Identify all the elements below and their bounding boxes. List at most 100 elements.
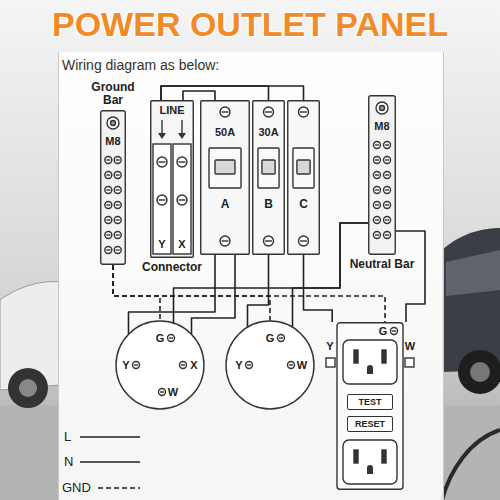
screw-circle (246, 362, 253, 369)
outlet-receptacle: GYW (225, 320, 315, 410)
subtitle-note: Wiring diagram as below: (62, 57, 219, 73)
bolt-size: M8 (105, 135, 120, 148)
wire-path (80, 461, 140, 463)
wire-line (116, 234, 120, 235)
breaker-letter: C (299, 198, 308, 211)
outline-rect (354, 350, 358, 363)
screw-circle (299, 107, 309, 117)
screw-circle (373, 142, 380, 149)
screw-circle (114, 217, 121, 224)
breaker-30a-outline (252, 100, 285, 255)
screw-circle (107, 117, 119, 129)
button-label: RESET (355, 418, 385, 431)
screw-circle (288, 362, 295, 369)
ground-bar-outline (100, 110, 126, 265)
outline-rect (382, 450, 386, 463)
outline-rect (326, 358, 335, 367)
power-wire (161, 86, 269, 100)
screw-circle (226, 321, 314, 409)
breaker-50a: 50A A (200, 100, 250, 255)
wire-line (385, 189, 389, 190)
outline-rect (173, 144, 191, 254)
wire-line (179, 199, 186, 200)
screw-circle (133, 362, 140, 369)
ground-label: GND (62, 480, 91, 496)
breaker-rating: 50A (215, 126, 235, 139)
screw-circle (157, 157, 167, 167)
screw-circle (384, 217, 391, 224)
wire-line (106, 204, 110, 205)
line-connector: LINEYXConnector (150, 100, 194, 258)
wire-line (300, 240, 307, 241)
wire-line (116, 204, 120, 205)
outline-rect (262, 160, 275, 174)
screw-circle (177, 195, 187, 205)
breaker-rating: 30A (258, 126, 278, 139)
screw-circle (220, 107, 230, 117)
screw-circle (220, 236, 230, 246)
screw-circle (373, 157, 380, 164)
screw-circle (114, 187, 121, 194)
neutral-bar: M8Neutral Bar (368, 95, 396, 255)
wire-line (289, 364, 293, 365)
power-wire (183, 91, 215, 100)
breaker-c: C (287, 100, 320, 255)
wire-line (222, 240, 229, 241)
wire-line (279, 337, 283, 338)
wire-path (442, 430, 500, 500)
screw-circle (114, 232, 121, 239)
screw-circle (458, 350, 500, 394)
button-label: TEST (358, 396, 381, 409)
wire-line (116, 249, 120, 250)
screw-circle (105, 187, 112, 194)
screw-circle (384, 202, 391, 209)
bar-heading: Neutral Bar (350, 258, 415, 271)
pin-label: W (297, 359, 307, 372)
power-wire (248, 255, 269, 327)
pin-label: X (190, 359, 197, 372)
screw-circle (111, 121, 116, 126)
outline-rect (215, 160, 235, 174)
screw-circle (264, 236, 274, 246)
wire-line (375, 234, 379, 235)
wire-line (265, 240, 272, 241)
wire-line (247, 364, 251, 365)
arrow-head (178, 133, 186, 139)
bolt-size: M8 (374, 120, 389, 133)
outline-rect (343, 340, 397, 384)
neutral-bar-outline (368, 95, 396, 255)
line-connector-outline (150, 100, 194, 258)
outline-rect (153, 144, 171, 254)
outline-rect (101, 111, 126, 265)
screw-circle (114, 172, 121, 179)
power-wire (396, 231, 425, 322)
outline-rect (343, 440, 397, 484)
wire-line (159, 161, 166, 162)
breaker-letter: A (221, 198, 230, 211)
wire-line (106, 249, 110, 250)
test-button: TEST (347, 394, 393, 410)
wire-line (161, 120, 162, 134)
breaker-c-outline (287, 100, 320, 255)
screw-circle (8, 368, 48, 408)
screw-circle (180, 362, 187, 369)
wire-line (134, 364, 138, 365)
wire-line (385, 144, 389, 145)
screw-circle (299, 236, 309, 246)
wire-line (159, 199, 166, 200)
outline-rect (337, 323, 403, 490)
outlet-receptacle: YGXW (115, 320, 205, 410)
screw-circle (114, 202, 121, 209)
screw-circle (373, 232, 380, 239)
screw-circle (177, 157, 187, 167)
wire-line (385, 204, 389, 205)
outline-rect (209, 148, 241, 188)
outline-rect (253, 101, 285, 255)
screw-circle (278, 335, 285, 342)
screw-circle (105, 247, 112, 254)
wire-line (375, 219, 379, 220)
wire-line (106, 219, 110, 220)
screw-circle (114, 247, 121, 254)
gfci-outlet: YGWTESTRESET (325, 322, 415, 490)
screw-circle (159, 389, 166, 396)
